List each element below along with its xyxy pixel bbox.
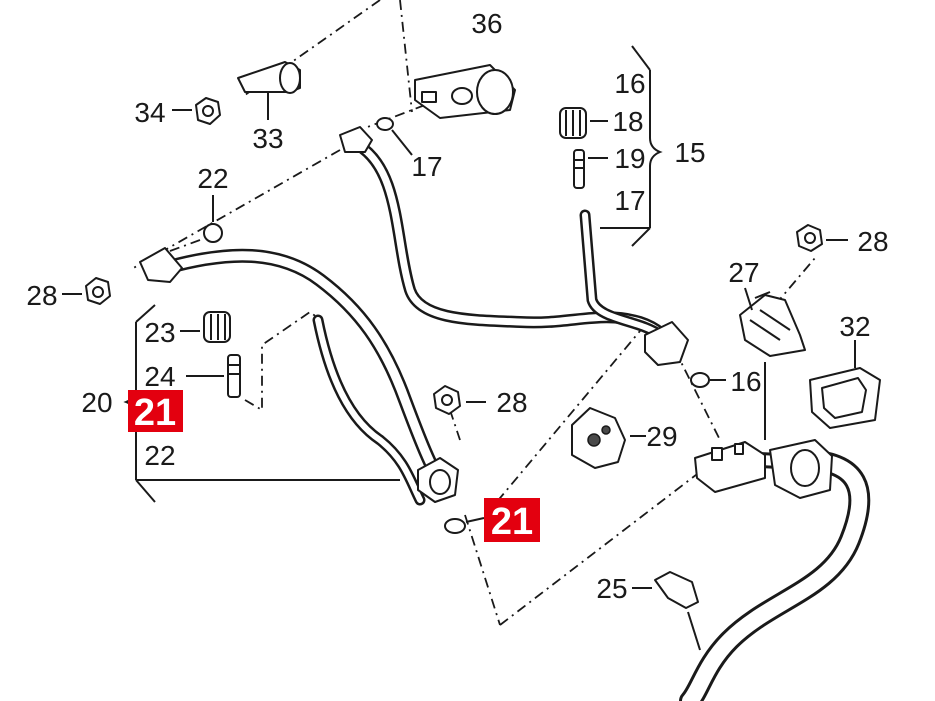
label-19: 19: [614, 143, 645, 174]
clip-25: [632, 571, 701, 651]
nut-28-middle: [433, 385, 486, 415]
label-16-lower: 16: [730, 366, 761, 397]
label-28-middle: 28: [496, 387, 527, 418]
label-18: 18: [612, 106, 643, 137]
valve-body-29: [571, 407, 646, 469]
valve-cap-18: [559, 107, 608, 139]
bracket-15: [600, 45, 663, 247]
label-28-right: 28: [857, 226, 888, 257]
label-15: 15: [674, 137, 705, 168]
valve-cap-23: [180, 311, 231, 343]
nut-34: [172, 97, 221, 125]
hose-fitting: [769, 439, 833, 499]
label-22-lower: 22: [144, 440, 175, 471]
dash-box-24: [244, 310, 319, 412]
label-25: 25: [596, 573, 627, 604]
label-28-left: 28: [26, 280, 57, 311]
valve-core-19: [573, 149, 608, 189]
pipe-fitting-right: [644, 321, 689, 366]
label-21-lower: 21: [491, 501, 533, 543]
callout-labels: 36 34 33 17 16 18 19 15 17 22 28 28 27 3…: [26, 8, 888, 604]
seal-17-upper: [376, 117, 413, 156]
label-17-upper: 17: [411, 151, 442, 182]
label-27: 27: [728, 257, 759, 288]
pipe-fitting-upper: [339, 126, 373, 153]
seal-22-upper: [203, 195, 223, 243]
label-24: 24: [144, 361, 175, 392]
label-20: 20: [81, 387, 112, 418]
refrigerant-pipes: [158, 139, 871, 701]
bracket-27: [739, 287, 806, 357]
seal-21-lower: [444, 517, 485, 534]
valve-core-24: [186, 354, 241, 398]
highlight-box-21-left: [128, 390, 183, 432]
label-36: 36: [471, 8, 502, 39]
label-33: 33: [252, 123, 283, 154]
manifold-block: [694, 291, 771, 493]
label-32: 32: [839, 311, 870, 342]
pipe-fitting-left: [139, 247, 183, 283]
pipe-fitting-lower: [417, 457, 459, 503]
pad-32: [809, 340, 881, 429]
nut-28-right: [796, 224, 848, 252]
label-23: 23: [144, 317, 175, 348]
expansion-valve-36: [414, 64, 516, 119]
label-29: 29: [646, 421, 677, 452]
label-34: 34: [134, 97, 165, 128]
label-16-upper: 16: [614, 68, 645, 99]
label-21-left: 21: [134, 392, 176, 434]
seal-16-lower: [690, 372, 726, 388]
label-17-lower: 17: [614, 185, 645, 216]
cap-33: [237, 61, 301, 120]
label-22-upper: 22: [197, 163, 228, 194]
nut-28-left: [62, 277, 111, 305]
highlight-box-21-lower: [484, 498, 540, 542]
